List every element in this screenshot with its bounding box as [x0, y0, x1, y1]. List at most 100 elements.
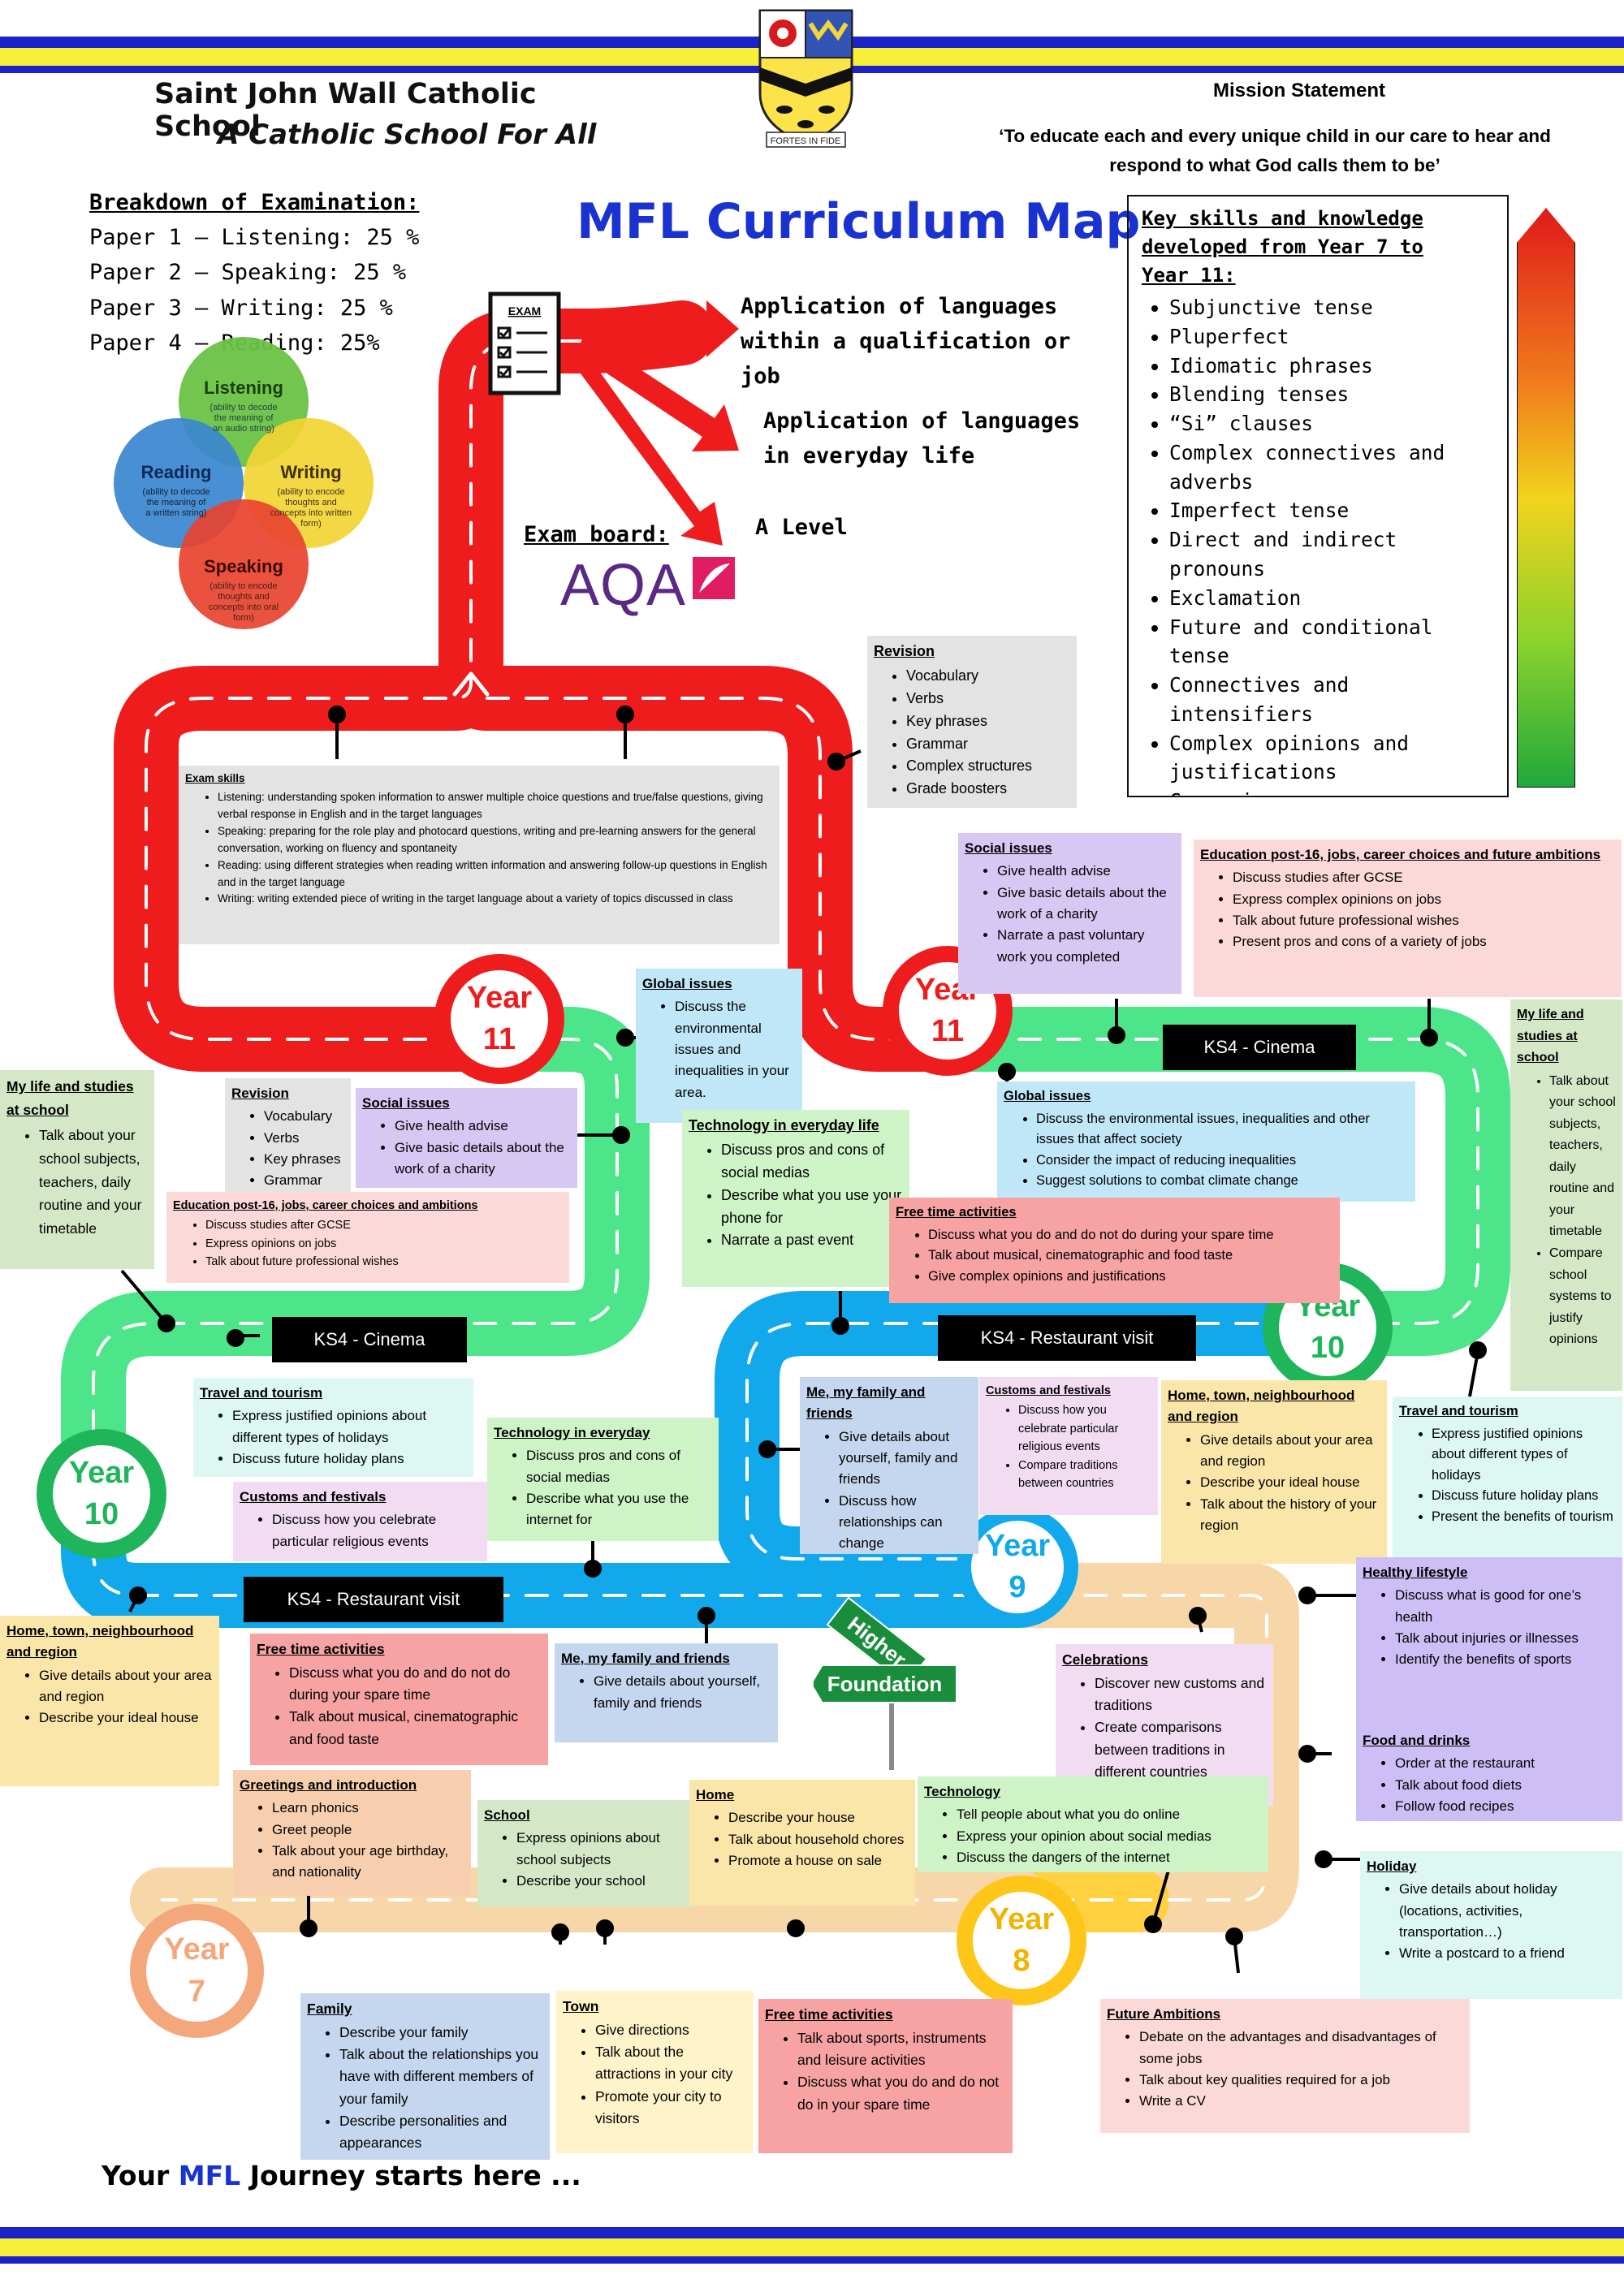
box-title: Social issues — [965, 840, 1052, 856]
exam-paper-1: Paper 1 – Listening: 25 % — [89, 225, 420, 251]
outcome-qualification-job: Application of languages within a qualif… — [741, 294, 1071, 390]
box-list: Describe your familyTalk about the relat… — [307, 2022, 543, 2154]
box-healthy-lifestyle: Healthy lifestyleDiscuss what is good fo… — [1356, 1557, 1622, 1734]
box-title: Customs and festivals — [240, 1489, 387, 1504]
box-list: Give health adviseGive basic details abo… — [965, 861, 1175, 968]
box-list: Tell people about what you do onlineExpr… — [924, 1804, 1262, 1868]
box-list-item: Consider the impact of reducing inequali… — [1036, 1150, 1409, 1172]
box-list-item: Grammar — [264, 1170, 344, 1191]
box-list-item: Discuss future holiday plans — [232, 1448, 467, 1470]
box-list: Discuss pros and cons of social mediasDe… — [494, 1445, 712, 1530]
box-list-item: Create comparisons between traditions in… — [1095, 1716, 1267, 1782]
box-list: Discover new customs and traditionsCreat… — [1062, 1673, 1267, 1783]
box-list: Give details about your area and regionD… — [6, 1665, 213, 1729]
box-title: Celebrations — [1062, 1651, 1148, 1668]
box-list-item: Debate on the advantages and disadvantag… — [1139, 2027, 1463, 2070]
box-list-item: Discuss what you do and do not do during… — [928, 1225, 1333, 1246]
box-list-item: Complex structures — [906, 755, 1070, 778]
key-skill-item: “Si” clauses — [1169, 409, 1494, 438]
box-title: Revision — [874, 643, 935, 659]
box-list-item: Talk about your school subjects, teacher… — [39, 1124, 148, 1241]
box-title: Social issues — [362, 1095, 450, 1111]
box-food-drinks: Food and drinksOrder at the restaurantTa… — [1356, 1725, 1622, 1821]
box-travel-right: Travel and tourismExpress justified opin… — [1393, 1397, 1622, 1557]
box-title: Food and drinks — [1363, 1733, 1471, 1748]
box-technology-y8: TechnologyTell people about what you do … — [918, 1776, 1268, 1872]
mission-title: Mission Statement — [1212, 80, 1386, 101]
box-list-item: Tell people about what you do online — [957, 1804, 1262, 1825]
box-list: Talk about sports, instruments and leisu… — [765, 2027, 1006, 2116]
key-skills-heading: Key skills and knowledge developed from … — [1142, 207, 1423, 287]
box-list-item: Talk about future professional wishes — [205, 1253, 563, 1271]
box-list-item: Discuss how you celebrate particular rel… — [1018, 1401, 1151, 1456]
box-list-item: Order at the restaurant — [1395, 1753, 1616, 1774]
box-social-issues-y11: Social issuesGive health adviseGive basi… — [958, 833, 1181, 994]
box-home-y7: HomeDescribe your houseTalk about househ… — [689, 1780, 915, 1906]
box-title: Education post-16, jobs, career choices … — [173, 1199, 478, 1212]
box-list: VocabularyVerbsKey phrasesGrammar — [231, 1106, 344, 1191]
box-town: TownGive directionsTalk about the attrac… — [556, 1991, 754, 2153]
box-title: Travel and tourism — [1399, 1404, 1518, 1418]
box-title: Technology in everyday life — [689, 1117, 879, 1133]
box-list-item: Promote your city to visitors — [595, 2086, 747, 2130]
box-list-item: Discuss the dangers of the internet — [957, 1847, 1262, 1868]
venn-writing-title: Writing — [280, 462, 341, 482]
exam-board-label: Exam board: — [524, 522, 669, 547]
box-list-item: Express opinions about school subjects — [516, 1828, 689, 1871]
outcome-everyday-life: Application of languages in everyday lif… — [763, 408, 1081, 469]
key-skill-item: Comparisons — [1169, 787, 1494, 796]
box-revision-top: RevisionVocabularyVerbsKey phrasesGramma… — [867, 636, 1077, 808]
box-title: Holiday — [1367, 1858, 1417, 1874]
box-list-item: Discuss studies after GCSE — [205, 1216, 563, 1234]
box-technology-y11: Technology in everyday lifeDiscuss pros … — [682, 1110, 909, 1287]
box-customs-y10: Customs and festivalsDiscuss how you cel… — [979, 1377, 1158, 1515]
box-list: Order at the restaurantTalk about food d… — [1363, 1753, 1616, 1817]
box-list-item: Express justified opinions about differe… — [232, 1405, 467, 1448]
footer-suffix: Journey starts here ... — [240, 2160, 581, 2191]
ks4-cinema-right: KS4 - Cinema — [1163, 1025, 1356, 1070]
box-list-item: Present the benefits of tourism — [1432, 1507, 1616, 1528]
box-me-family-y10: Me, my family and friendsGive details ab… — [800, 1377, 978, 1554]
box-list-item: Talk about your school subjects, teacher… — [1549, 1071, 1616, 1243]
box-list-item: Present pros and cons of a variety of jo… — [1233, 931, 1615, 952]
box-title: Free time activities — [257, 1641, 385, 1657]
box-list: Express opinions about school subjectsDe… — [484, 1828, 689, 1892]
box-list-item: Discuss the environmental issues and ine… — [675, 996, 796, 1103]
box-list-item: Suggest solutions to combat climate chan… — [1036, 1171, 1409, 1192]
box-customs-left: Customs and festivalsDiscuss how you cel… — [233, 1482, 487, 1561]
box-title: Free time activities — [765, 2006, 893, 2023]
box-list-item: Express complex opinions on jobs — [1233, 889, 1615, 910]
box-list-item: Give health advise — [997, 861, 1175, 882]
key-skill-item: Future and conditional tense — [1169, 613, 1494, 671]
box-list-item: Give details about yourself, family and … — [594, 1671, 771, 1714]
box-me-family-y9: Me, my family and friendsGive details ab… — [555, 1643, 778, 1742]
box-list: Learn phonicsGreet peopleTalk about your… — [240, 1798, 464, 1883]
box-list-item: Talk about injuries or illnesses — [1395, 1628, 1616, 1649]
box-title: Healthy lifestyle — [1363, 1565, 1468, 1580]
box-list: Discuss studies after GCSEExpress comple… — [1200, 867, 1615, 952]
box-exam-skills: Exam skillsListening: understanding spok… — [179, 766, 780, 944]
box-future-ambitions: Future AmbitionsDebate on the advantages… — [1100, 1999, 1470, 2133]
box-list: Discuss how you celebrate particular rel… — [986, 1401, 1151, 1492]
ks4-restaurant-right: KS4 - Restaurant visit — [938, 1315, 1196, 1361]
box-list-item: Follow food recipes — [1395, 1796, 1616, 1817]
box-list-item: Give basic details about the work of a c… — [395, 1138, 571, 1181]
exam-paper-icon: EXAM — [488, 291, 561, 395]
box-list: Give directionsTalk about the attraction… — [563, 2019, 747, 2130]
skills-progress-gradient — [1517, 208, 1575, 788]
box-list-item: Give details about holiday (locations, a… — [1399, 1879, 1616, 1943]
connector-lines — [120, 706, 1487, 1974]
box-free-time-y9: Free time activitiesDiscuss what you do … — [250, 1634, 548, 1765]
box-title: Technology in everyday — [494, 1425, 650, 1440]
key-skill-item: Exclamation — [1169, 584, 1494, 613]
key-skill-item: Subjunctive tense — [1169, 293, 1494, 322]
box-list-item: Compare traditions between countries — [1018, 1457, 1151, 1493]
box-global-issues-right: Global issuesDiscuss the environmental i… — [997, 1081, 1415, 1202]
key-skills-panel: Key skills and knowledge developed from … — [1127, 195, 1509, 797]
bottom-stripe-blue-2 — [0, 2256, 1624, 2264]
box-list-item: Talk about musical, cinematographic and … — [289, 1706, 542, 1750]
box-title: My life and studies at school — [6, 1078, 134, 1118]
box-list-item: Promote a house on sale — [728, 1850, 909, 1871]
